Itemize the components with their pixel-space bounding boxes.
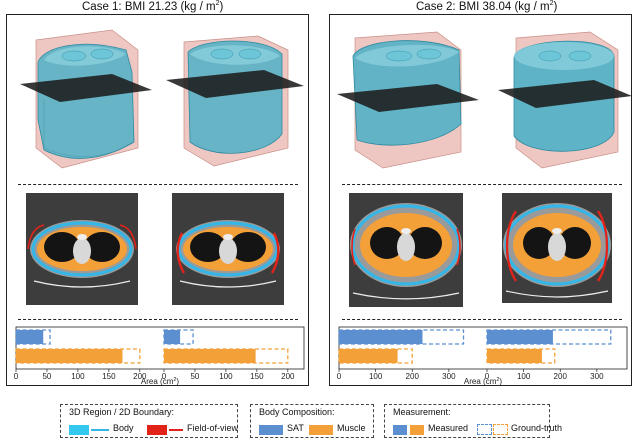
- case-1-chart-1-tick-label-1: 50: [42, 372, 51, 381]
- case-2-chart-1-tick-label-2: 200: [406, 372, 420, 381]
- legend-region-title: 3D Region / 2D Boundary:: [69, 407, 175, 417]
- legend-sat-label: SAT: [287, 423, 304, 433]
- case-1-chart-1-sat-ground-truth-bar: [15, 329, 51, 345]
- case-2-ct-slice-1: [349, 193, 463, 307]
- case-1-chart-2-tick-label-4: 200: [281, 372, 295, 381]
- legend-muscle-label: Muscle: [337, 423, 366, 433]
- case-1-xlabel: Area (cm2): [141, 377, 180, 385]
- case-1-chart-2-muscle-measured-bar: [164, 349, 256, 363]
- case-2-chart-2-tick-label-0: 0: [485, 372, 490, 381]
- case-1-title: Case 1: BMI 21.23 (kg / m2): [82, 0, 224, 13]
- case-2-3d-render-1: [337, 31, 479, 169]
- case-1-chart-1-tick-label-3: 150: [102, 372, 116, 381]
- case-2-panel: [329, 14, 632, 386]
- case-2-chart-2-sat-measured-bar: [487, 330, 553, 344]
- body-boundary-line: [91, 429, 109, 431]
- case-1-separator-bottom: [18, 319, 298, 320]
- case-1-chart-1-muscle-measured-bar: [16, 349, 123, 363]
- legend-body-label: Body: [113, 423, 134, 433]
- fov-region-swatch: [147, 425, 167, 435]
- legend-gt-label: Ground-truth: [511, 423, 563, 433]
- case-1-separator-top: [18, 184, 298, 185]
- chart-frame: [338, 326, 628, 370]
- case-1-chart-2-tick-label-0: 0: [162, 372, 167, 381]
- muscle-swatch: [309, 425, 333, 435]
- case-2-chart-2-muscle-measured-bar: [487, 349, 542, 363]
- case-1-chart-1-tick-label-2: 100: [71, 372, 85, 381]
- case-2-ct-slice-2: [502, 193, 612, 303]
- case-2-separator-bottom: [342, 319, 622, 320]
- case-1-chart-2-tick-label-2: 100: [219, 372, 233, 381]
- case-1-chart-1-tick-label-4: 200: [133, 372, 147, 381]
- case-1-chart-2-tick-label-3: 150: [250, 372, 264, 381]
- measured-muscle-swatch: [410, 425, 424, 435]
- case-2-chart-1-tick-label-1: 100: [369, 372, 383, 381]
- case-2-chart-2-tick-label-3: 300: [590, 372, 604, 381]
- gt-sat-swatch: [477, 424, 492, 435]
- legend-fov-label: Field-of-view: [187, 423, 239, 433]
- case-2-chart-1-muscle-measured-bar: [339, 349, 398, 363]
- case-1-chart-1-tick-label-0: 0: [14, 372, 19, 381]
- case-2-area-chart: 0 100 200 300 0 100 200 300 Area (cm2): [337, 326, 628, 385]
- case-2-chart-1-tick-label-0: 0: [337, 372, 342, 381]
- case-1-panel: [6, 14, 309, 386]
- case-2-chart-2-sat-ground-truth-bar: [486, 329, 612, 345]
- case-2-chart-1-sat-measured-bar: [339, 330, 423, 344]
- legend-composition: Body Composition: SAT Muscle: [250, 404, 374, 438]
- case-1-ct-slice-2: [172, 193, 284, 305]
- case-2-chart-2-tick-label-1: 100: [517, 372, 531, 381]
- case-1-area-chart: 0 50 100 150 200 0 50 100 150 200 Area (cm2): [14, 326, 305, 385]
- case-1-chart-1-sat-measured-bar: [16, 330, 44, 344]
- gt-muscle-swatch: [493, 424, 508, 435]
- case-2-title: Case 2: BMI 38.04 (kg / m2): [416, 0, 558, 13]
- body-region-swatch: [69, 425, 89, 435]
- legend-composition-title: Body Composition:: [259, 407, 335, 417]
- fov-boundary-line: [169, 429, 183, 431]
- legend-measured-label: Measured: [428, 423, 469, 433]
- case-2-3d-render-2: [498, 31, 632, 169]
- legend-region: 3D Region / 2D Boundary: Body Field-of-v…: [60, 404, 238, 438]
- case-1-3d-render-1: [20, 29, 152, 169]
- case-1-chart-2-sat-ground-truth-bar: [163, 329, 194, 345]
- case-1-chart-2-sat-measured-bar: [164, 330, 181, 344]
- chart-frame: [15, 326, 305, 370]
- case-1-3d-render-2: [166, 35, 304, 167]
- case-1-chart-2-tick-label-1: 50: [190, 372, 199, 381]
- case-2-chart-1-tick-label-3: 300: [442, 372, 456, 381]
- case-1-chart-2-muscle-ground-truth-bar: [163, 348, 289, 364]
- case-2-chart-2-muscle-ground-truth-bar: [486, 348, 556, 364]
- case-2-separator-top: [342, 184, 622, 185]
- legend-measurement-title: Measurement:: [393, 407, 451, 417]
- case-1-ct-slice-1: [26, 193, 138, 305]
- measured-sat-swatch: [393, 425, 407, 435]
- case-1-chart-1-muscle-ground-truth-bar: [15, 348, 141, 364]
- case-2-xlabel: Area (cm2): [464, 377, 503, 385]
- legend-measurement: Measurement: Measured Ground-truth: [384, 404, 562, 438]
- case-2-chart-2-tick-label-2: 200: [554, 372, 568, 381]
- sat-swatch: [259, 425, 283, 435]
- case-2-chart-1-muscle-ground-truth-bar: [338, 348, 413, 364]
- case-2-chart-1-sat-ground-truth-bar: [338, 329, 465, 345]
